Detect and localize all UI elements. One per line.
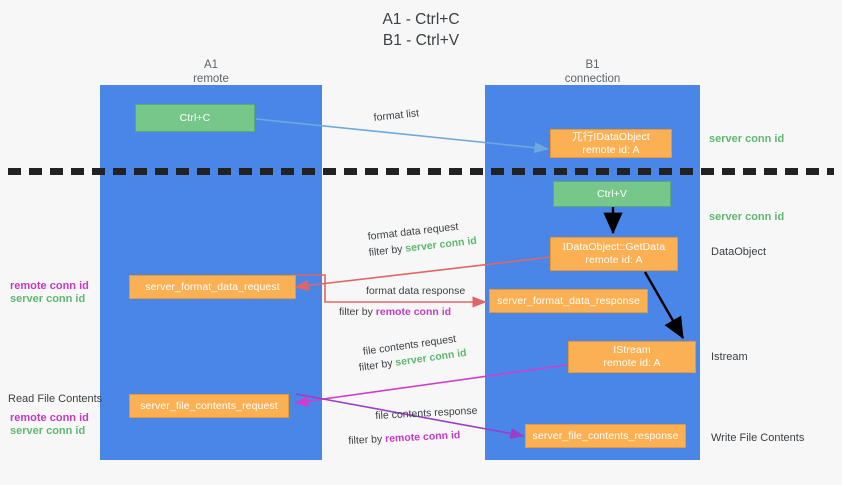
dashed-divider	[8, 168, 834, 175]
left-label-server-conn-id-mid: server conn id	[10, 293, 86, 305]
edge-label-file-contents-response-filter: filter by remote conn id	[348, 428, 461, 449]
right-label-istream: Istream	[711, 351, 748, 363]
edge-label-format-data-response-filter: filter by remote conn id	[339, 305, 451, 320]
right-label-dataobject: DataObject	[711, 246, 767, 258]
left-label-server-conn-id-bottom: server conn id	[10, 425, 86, 437]
node-server-file-contents-request[interactable]: server_file_contents_request	[129, 394, 289, 418]
edge-label-format-data-response: format data response	[366, 285, 466, 297]
node-ctrl-c[interactable]: Ctrl+C	[135, 104, 255, 132]
filter-prefix: filter by	[368, 242, 407, 259]
left-label-remote-conn-id-bottom: remote conn id	[10, 412, 89, 424]
node-server-file-contents-response[interactable]: server_file_contents_response	[525, 424, 686, 448]
filter-prefix: filter by	[339, 306, 376, 318]
node-server-format-data-response[interactable]: server_format_data_response	[489, 289, 648, 313]
right-label-server-conn-id-mid2: server conn id	[709, 211, 785, 223]
node-ctrl-v[interactable]: Ctrl+V	[553, 181, 671, 207]
lane-header-a1: A1 remote	[193, 59, 229, 85]
node-idataobject[interactable]: 兀行IDataObject remote id: A	[550, 129, 672, 158]
node-server-format-data-request[interactable]: server_format_data_request	[129, 275, 296, 299]
left-label-read-file-contents: Read File Contents	[8, 393, 103, 405]
lane-header-b1: B1 connection	[564, 59, 621, 85]
filter-prefix: filter by	[348, 433, 386, 447]
page-title: A1 - Ctrl+C B1 - Ctrl+V	[382, 11, 460, 49]
edge-label-file-contents-response: file contents response	[375, 404, 478, 422]
filter-prefix: filter by	[358, 356, 397, 374]
right-label-write-file-contents: Write File Contents	[711, 432, 805, 444]
node-idataobject-getdata[interactable]: IDataObject::GetData remote id: A	[550, 237, 678, 271]
filter-value-remote-conn-id: remote conn id	[384, 429, 461, 446]
node-istream[interactable]: IStream remote id: A	[568, 341, 696, 373]
edge-label-format-list: format list	[373, 107, 420, 124]
left-label-remote-conn-id-mid: remote conn id	[10, 280, 89, 292]
right-label-server-conn-id-top: server conn id	[709, 133, 785, 145]
filter-value-remote-conn-id: remote conn id	[375, 306, 452, 318]
